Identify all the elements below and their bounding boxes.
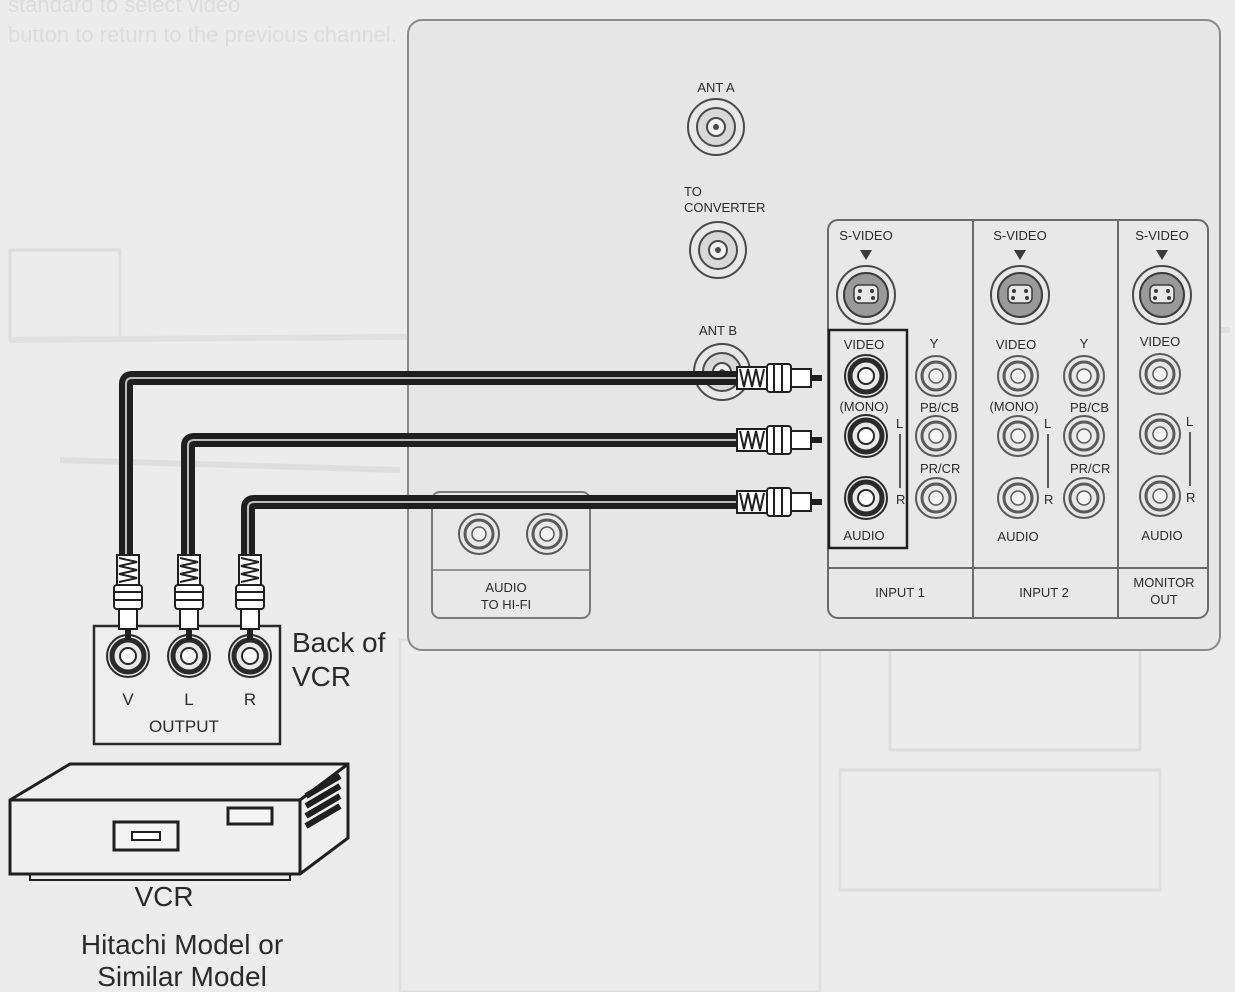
input2-video-label: VIDEO [996,337,1036,352]
vcr-r-label: R [244,690,256,709]
model-caption-line-2: Similar Model [97,961,267,992]
back-of-vcr-label-2: VCR [292,661,351,692]
monitor-svideo-jack [1132,265,1192,325]
video-plug-vcr [113,554,143,641]
ant-a-label: ANT A [697,80,735,95]
audio-to-hifi-section: AUDIO TO HI-FI [431,491,591,619]
monitor-audio-left-jack [1138,412,1182,456]
input2-y-label: Y [1080,336,1089,351]
monitor-svideo-label: S-VIDEO [1135,228,1188,243]
input1-audio-left-jack [845,415,887,457]
monitor-out-section: S-VIDEO VIDEO AUDIO L R MONITOR OUT [1132,228,1195,607]
input2-pb-jack [1062,414,1106,458]
back-of-vcr-label-1: Back of [292,627,386,658]
input1-video-jack [845,355,887,397]
ant-a-jack [687,98,745,156]
input1-l-label: L [896,416,903,431]
vcr-video-out-jack [107,635,149,677]
monitor-video-label: VIDEO [1140,334,1180,349]
video-cable [119,371,740,570]
ghost-text-line-2: button to return to the previous channel… [8,22,397,47]
video-plug-tv [736,363,823,393]
audio-right-plug-tv [736,487,823,517]
model-caption-line-1: Hitachi Model or [81,929,283,960]
vcr-back-panel: V L R OUTPUT Back of VCR [92,624,386,746]
audio-left-plug-tv [736,425,823,455]
input2-svideo-arrow-icon [1014,250,1026,260]
ant-b-label: ANT B [699,323,737,338]
to-converter-label-1: TO [684,184,702,199]
vcr-audio-left-out-jack [168,635,210,677]
cables [119,371,740,570]
vcr-unit-illustration [8,762,350,881]
vcr-v-label: V [122,690,134,709]
input1-pb-label: PB/CB [920,400,959,415]
input2-y-jack [1062,354,1106,398]
input1-video-label: VIDEO [844,337,884,352]
hifi-right-jack [525,512,569,556]
input1-pr-label: PR/CR [920,461,960,476]
vcr-caption: VCR [134,881,193,912]
input1-mono-label: (MONO) [839,399,888,414]
input2-pr-jack [1062,476,1106,520]
input1-svideo-jack [836,265,896,325]
input1-highlight-box [827,328,909,550]
input2-mono-label: (MONO) [989,399,1038,414]
monitor-r-label: R [1186,490,1195,505]
audio-right-cable [241,495,740,570]
input2-svideo-jack [990,265,1050,325]
input2-svideo-label: S-VIDEO [993,228,1046,243]
input1-svideo-arrow-icon [860,250,872,260]
input1-pb-jack [914,414,958,458]
monitor-out-label-2: OUT [1150,592,1178,607]
input-1-section: S-VIDEO VIDEO (MONO) AUDIO L R Y PB/CB P… [827,228,960,600]
vcr-tape-slot [112,820,180,852]
monitor-out-label-1: MONITOR [1133,575,1194,590]
input2-audio-label: AUDIO [997,529,1038,544]
input1-y-label: Y [930,336,939,351]
audio-left-plug-vcr [174,554,204,641]
monitor-l-label: L [1186,414,1193,429]
input2-audio-left-jack [996,414,1040,458]
monitor-video-jack [1138,352,1182,396]
vcr-vent-icon [304,773,342,829]
input1-label: INPUT 1 [875,585,925,600]
input1-r-label: R [896,492,905,507]
input2-l-label: L [1044,416,1051,431]
monitor-audio-right-jack [1138,474,1182,518]
hifi-left-jack [457,512,501,556]
vcr-output-label: OUTPUT [149,717,219,736]
input1-audio-right-jack [845,477,887,519]
vcr-audio-right-out-jack [229,635,271,677]
ghost-text-line-1: standard to select video [8,0,240,17]
to-converter-label-2: CONVERTER [684,200,765,215]
input2-r-label: R [1044,492,1053,507]
input1-pr-jack [914,476,958,520]
monitor-svideo-arrow-icon [1156,250,1168,260]
monitor-audio-label: AUDIO [1141,528,1182,543]
audio-hifi-label-2: TO HI-FI [481,597,531,612]
input1-svideo-label: S-VIDEO [839,228,892,243]
audio-left-cable [181,433,740,570]
vcr-display [226,806,274,826]
vcr-l-label: L [184,690,193,709]
input1-audio-label: AUDIO [843,528,884,543]
audio-hifi-label-1: AUDIO [485,580,526,595]
input1-y-jack [914,354,958,398]
input2-label: INPUT 2 [1019,585,1069,600]
tv-back-panel: ANT A TO CONVERTER ANT B AUDIO TO HI-FI … [407,19,1221,651]
input2-audio-right-jack [996,476,1040,520]
input-2-section: S-VIDEO VIDEO (MONO) AUDIO L R Y PB/CB P… [989,228,1110,600]
to-converter-jack [689,221,747,279]
input2-pr-label: PR/CR [1070,461,1110,476]
input2-pb-label: PB/CB [1070,400,1109,415]
audio-right-plug-vcr [235,554,265,641]
input2-video-jack [996,354,1040,398]
